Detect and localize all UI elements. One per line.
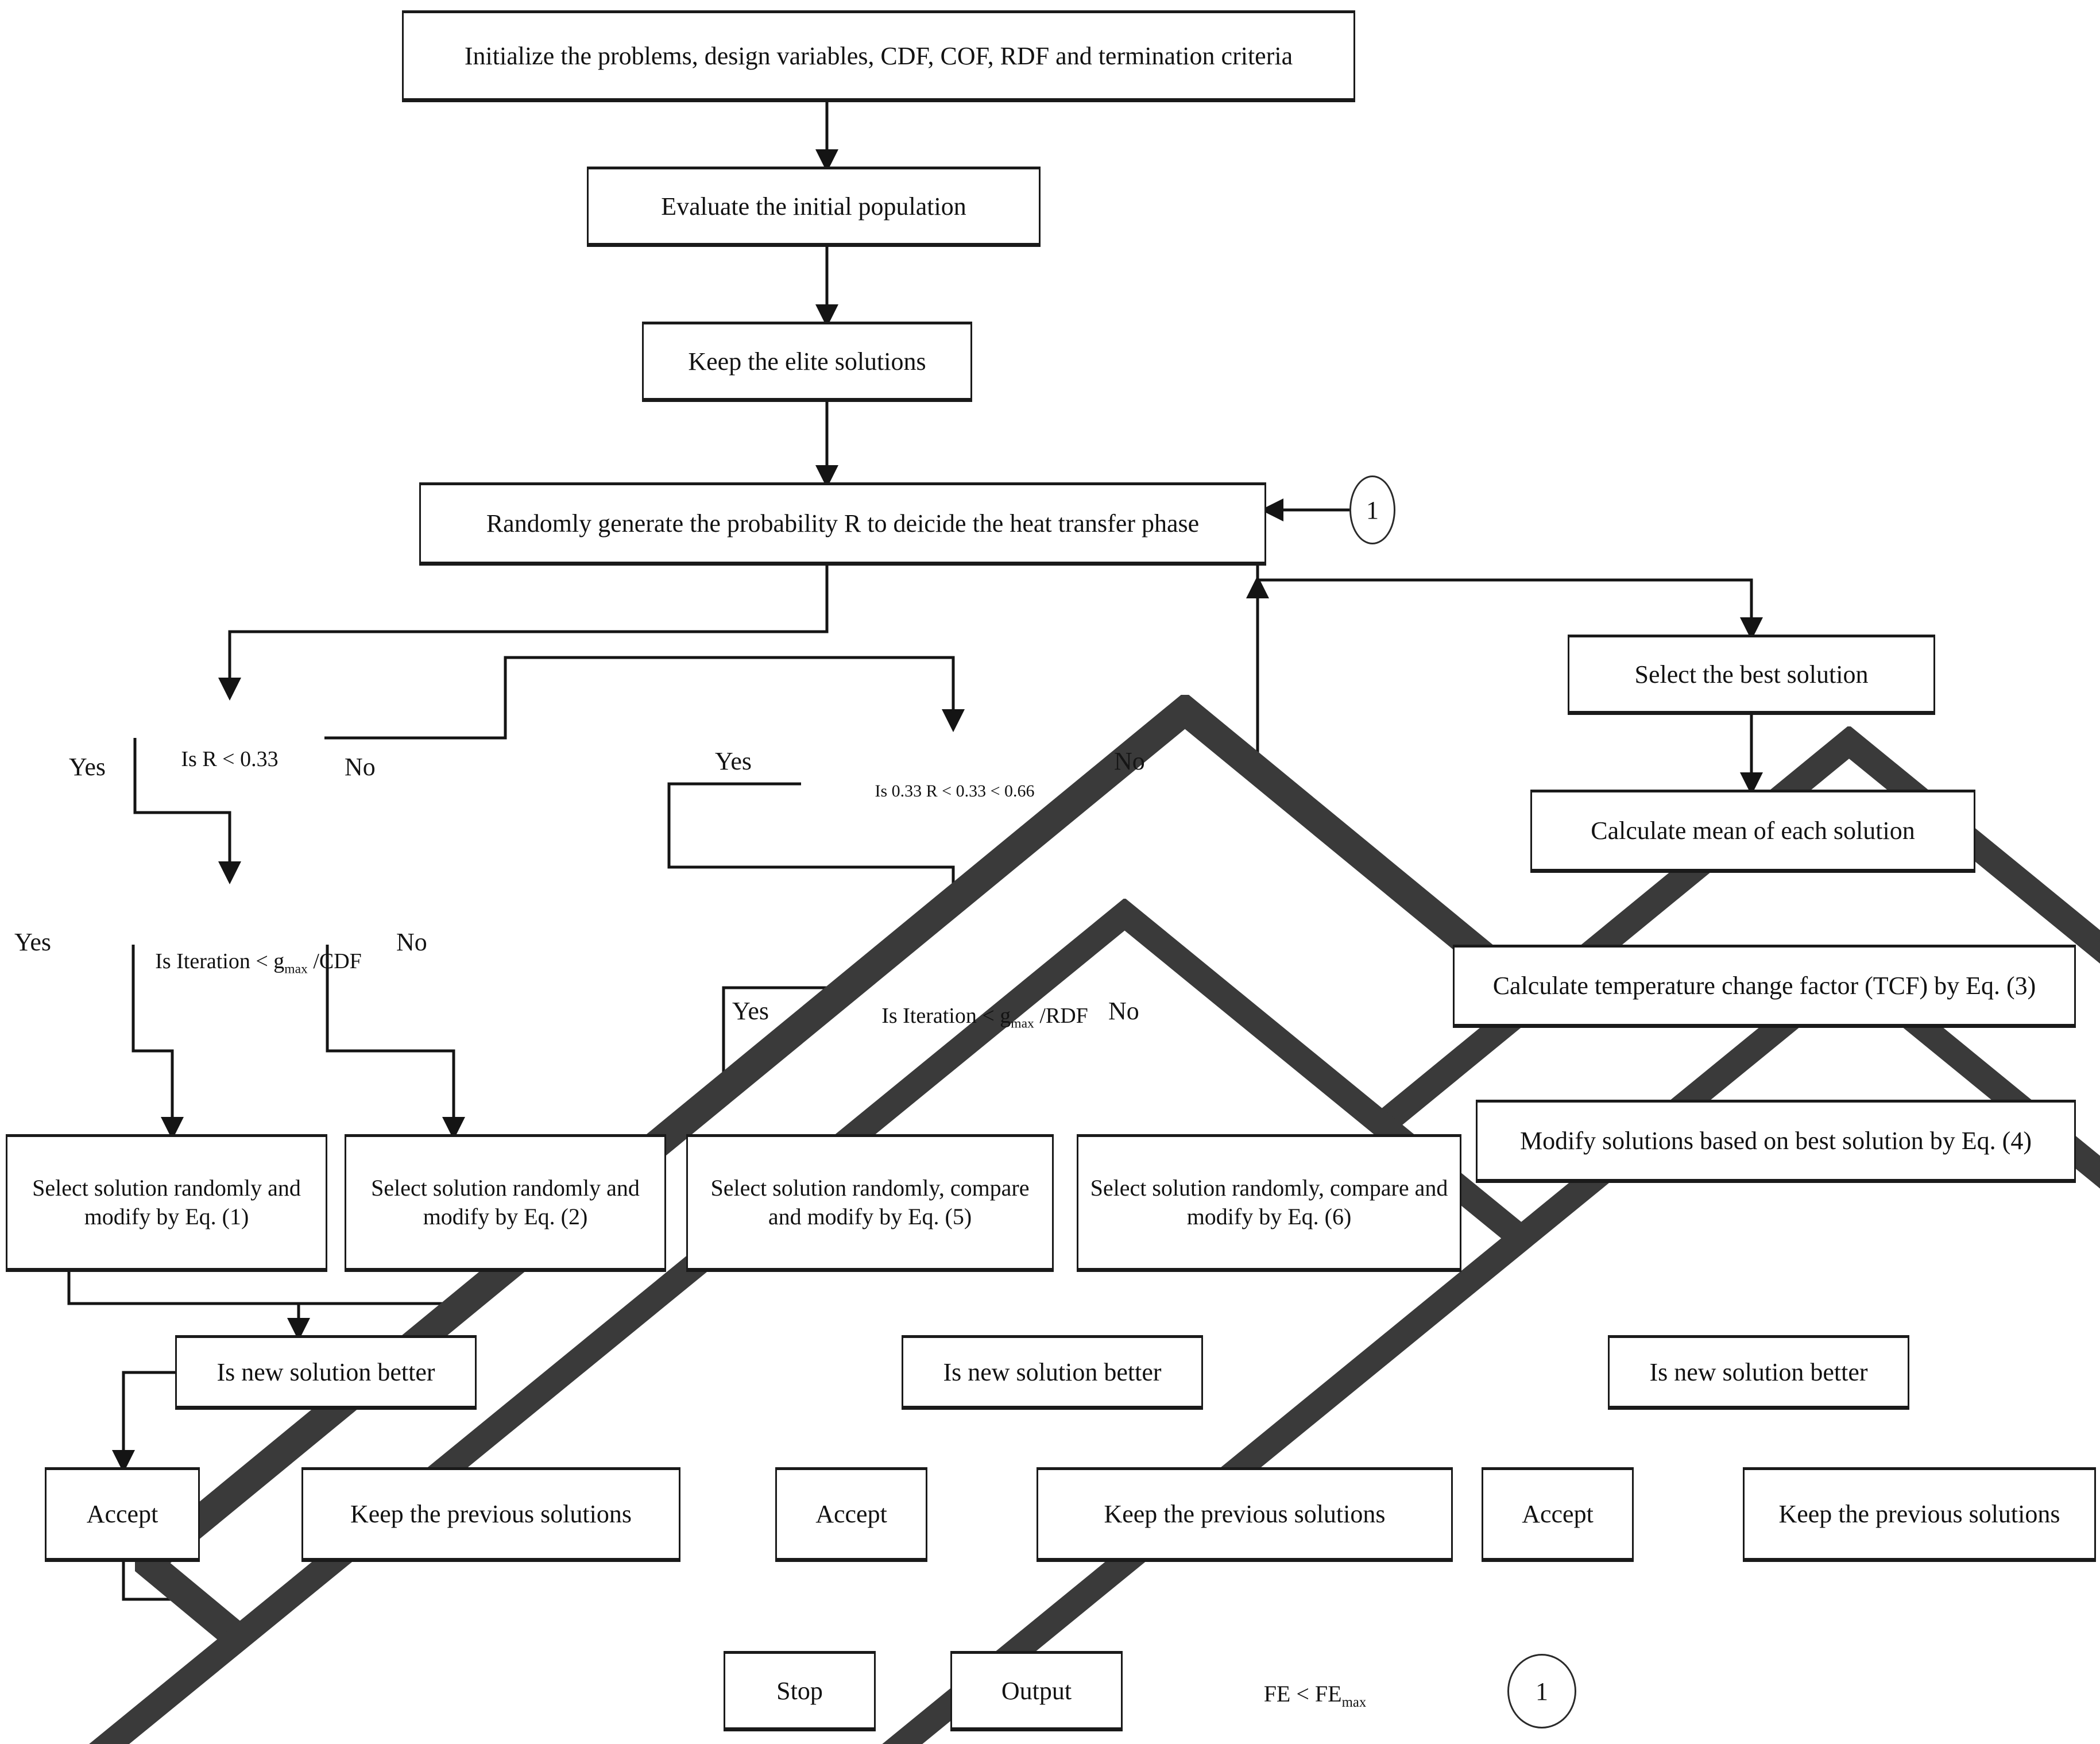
node-keep-elite-label: Keep the elite solutions bbox=[688, 347, 926, 376]
node-eq6-label: Select solution randomly, compare and mo… bbox=[1090, 1175, 1448, 1229]
node-is-new-solution-better-right[interactable]: Is new solution better bbox=[1608, 1335, 1909, 1410]
subscript-max: max bbox=[1011, 1016, 1034, 1032]
decision-r33-label: Is R < 0.33 bbox=[181, 747, 279, 771]
decision-cdf-label: Is Iteration < gmax /CDF bbox=[155, 949, 362, 977]
edge-label-yes-cdf: Yes bbox=[14, 928, 52, 956]
node-calculate-tcf[interactable]: Calculate temperature change factor (TCF… bbox=[1453, 945, 2076, 1028]
node-accept-right[interactable]: Accept bbox=[1482, 1467, 1634, 1562]
node-is-new-solution-better-mid[interactable]: Is new solution better bbox=[902, 1335, 1203, 1410]
node-random-probability-label: Randomly generate the probability R to d… bbox=[486, 509, 1200, 537]
node-keep-prev-left-label: Keep the previous solutions bbox=[350, 1500, 632, 1528]
node-initialize-label: Initialize the problems, design variable… bbox=[464, 41, 1293, 70]
decision-fe-label: FE < FEmax bbox=[1263, 1680, 1367, 1710]
node-accept-mid-label: Accept bbox=[815, 1500, 887, 1528]
node-stop-label: Stop bbox=[776, 1676, 823, 1705]
decision-is-r-between[interactable]: Is 0.33 R < 0.33 < 0.66 bbox=[801, 726, 2100, 1744]
connector-top-1[interactable]: 1 bbox=[1349, 475, 1395, 544]
node-evaluate-initial-population[interactable]: Evaluate the initial population bbox=[587, 167, 1041, 247]
decision-iteration-cdf[interactable]: Is Iteration < gmax /CDF bbox=[75, 899, 2100, 1744]
node-select-best-solution[interactable]: Select the best solution bbox=[1568, 635, 1935, 715]
node-initialize[interactable]: Initialize the problems, design variable… bbox=[402, 10, 1355, 102]
node-stop[interactable]: Stop bbox=[724, 1651, 876, 1731]
node-modify-based-on-best[interactable]: Modify solutions based on best solution … bbox=[1476, 1100, 2076, 1183]
node-calc-tcf-label: Calculate temperature change factor (TCF… bbox=[1492, 972, 2036, 1000]
node-keep-previous-left[interactable]: Keep the previous solutions bbox=[301, 1467, 680, 1562]
subscript-max: max bbox=[284, 962, 308, 977]
connector-bottom-label: 1 bbox=[1536, 1677, 1548, 1706]
node-accept-left[interactable]: Accept bbox=[45, 1467, 200, 1562]
node-keep-prev-mid-label: Keep the previous solutions bbox=[1104, 1500, 1386, 1528]
node-output[interactable]: Output bbox=[950, 1651, 1123, 1731]
connector-bottom-1[interactable]: 1 bbox=[1507, 1654, 1576, 1728]
node-keep-elite-solutions[interactable]: Keep the elite solutions bbox=[642, 322, 972, 402]
node-eq2-label: Select solution randomly and modify by E… bbox=[371, 1175, 640, 1229]
node-better-right-label: Is new solution better bbox=[1649, 1358, 1868, 1386]
node-calculate-mean[interactable]: Calculate mean of each solution bbox=[1530, 790, 1975, 873]
node-random-probability[interactable]: Randomly generate the probability R to d… bbox=[419, 482, 1266, 566]
node-keep-previous-right[interactable]: Keep the previous solutions bbox=[1743, 1467, 2096, 1562]
node-accept-mid[interactable]: Accept bbox=[775, 1467, 927, 1562]
node-select-modify-eq2[interactable]: Select solution randomly and modify by E… bbox=[345, 1134, 666, 1272]
decision-fe-less-femax[interactable]: FE < FEmax bbox=[1183, 1648, 1447, 1743]
edge-label-no-r33: No bbox=[345, 753, 376, 781]
node-keep-previous-mid[interactable]: Keep the previous solutions bbox=[1037, 1467, 1453, 1562]
edge-label-yes-r3366: Yes bbox=[715, 747, 752, 775]
node-select-modify-eq1[interactable]: Select solution randomly and modify by E… bbox=[6, 1134, 327, 1272]
node-better-mid-label: Is new solution better bbox=[943, 1358, 1162, 1386]
node-modify-best-label: Modify solutions based on best solution … bbox=[1520, 1127, 2032, 1155]
node-select-best-label: Select the best solution bbox=[1634, 660, 1869, 689]
decision-rdf-label: Is Iteration < gmax /RDF bbox=[881, 1004, 1088, 1032]
node-is-new-solution-better-left[interactable]: Is new solution better bbox=[175, 1335, 477, 1410]
node-calc-mean-label: Calculate mean of each solution bbox=[1591, 817, 1915, 845]
edge-label-yes-rdf: Yes bbox=[732, 997, 769, 1025]
node-accept-right-label: Accept bbox=[1522, 1500, 1594, 1528]
connector-top-label: 1 bbox=[1366, 496, 1379, 524]
subscript-max: max bbox=[1341, 1694, 1367, 1710]
node-accept-left-label: Accept bbox=[86, 1500, 158, 1528]
node-select-compare-modify-eq5[interactable]: Select solution randomly, compare and mo… bbox=[686, 1134, 1054, 1272]
node-select-compare-modify-eq6[interactable]: Select solution randomly, compare and mo… bbox=[1077, 1134, 1461, 1272]
node-better-left-label: Is new solution better bbox=[216, 1358, 435, 1386]
node-eq5-label: Select solution randomly, compare and mo… bbox=[710, 1175, 1030, 1229]
node-eq1-label: Select solution randomly and modify by E… bbox=[32, 1175, 301, 1229]
edge-label-yes-r33: Yes bbox=[69, 753, 106, 781]
decision-r3366-label: Is 0.33 R < 0.33 < 0.66 bbox=[875, 781, 1035, 801]
edge-label-no-rdf: No bbox=[1108, 997, 1139, 1025]
node-keep-prev-right-label: Keep the previous solutions bbox=[1778, 1500, 2060, 1528]
node-evaluate-label: Evaluate the initial population bbox=[661, 192, 966, 221]
node-output-label: Output bbox=[1001, 1676, 1072, 1705]
edge-label-no-r3366: No bbox=[1114, 747, 1145, 775]
edge-label-no-cdf: No bbox=[396, 928, 427, 956]
decision-is-r-less-0-33[interactable]: Is R < 0.33 bbox=[135, 695, 2100, 1744]
